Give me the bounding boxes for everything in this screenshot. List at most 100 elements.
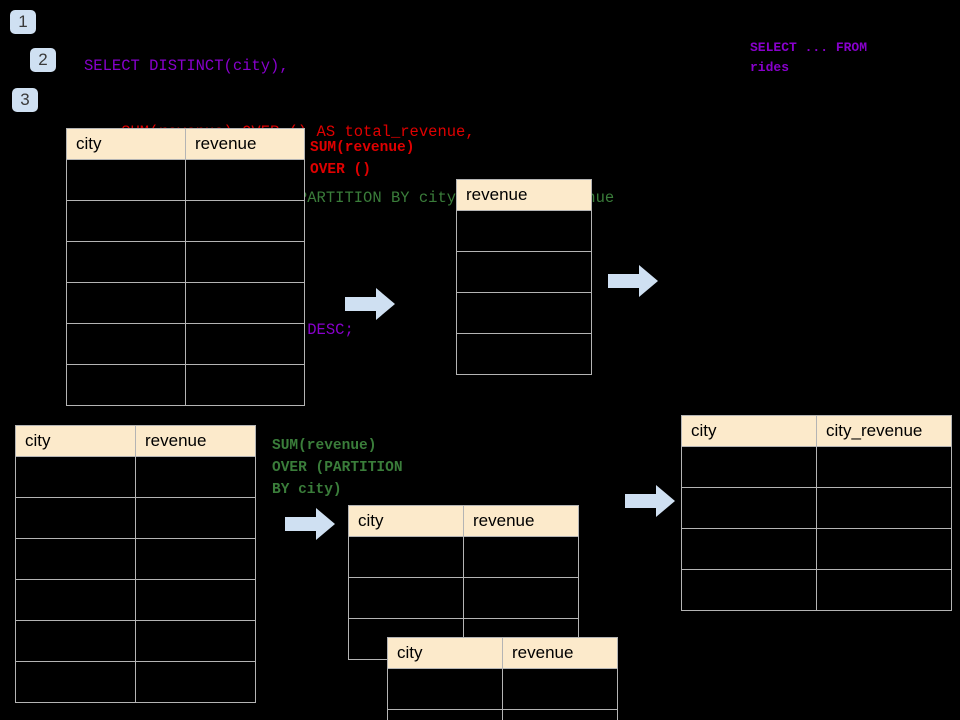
table-row: [66, 323, 305, 365]
table-row: [681, 487, 952, 529]
table-row: [387, 668, 618, 710]
table-row: [456, 333, 592, 375]
step-badge-2: 2: [30, 48, 56, 72]
cell-city-revenue: [816, 528, 952, 570]
table-partition-front: city revenue: [387, 637, 618, 720]
table-header-row: city revenue: [15, 425, 256, 457]
table-result: city city_revenue: [681, 415, 952, 611]
cell-revenue: [185, 200, 305, 242]
cell-city: [681, 487, 817, 529]
table-row: [66, 364, 305, 406]
column-header-city: city: [66, 128, 186, 160]
table-header-row: city revenue: [348, 505, 579, 537]
column-header-revenue: revenue: [502, 637, 618, 669]
column-header-revenue: revenue: [185, 128, 305, 160]
column-header-city-revenue: city_revenue: [816, 415, 952, 447]
cell-city: [15, 497, 136, 539]
table-row: [66, 282, 305, 324]
step-badge-3: 3: [12, 88, 38, 112]
table-row: [15, 538, 256, 580]
table-source-top: city revenue: [66, 128, 305, 406]
sql-aside-select-from-rides: SELECT ... FROM rides: [750, 40, 868, 75]
cell-revenue: [463, 577, 579, 619]
table-header-row: city revenue: [66, 128, 305, 160]
column-header-city: city: [15, 425, 136, 457]
cell-revenue: [456, 210, 592, 252]
table-row: [66, 159, 305, 201]
arrow-total-to-result: [608, 265, 658, 297]
cell-city-revenue: [816, 487, 952, 529]
column-header-city: city: [387, 637, 503, 669]
cell-city: [15, 620, 136, 662]
cell-city: [15, 579, 136, 621]
column-header-city: city: [681, 415, 817, 447]
annotation-sum-over-empty: SUM(revenue) OVER (): [310, 140, 415, 178]
annotation-sum-over-partition: SUM(revenue) OVER (PARTITION BY city): [272, 438, 403, 498]
cell-city: [66, 241, 186, 283]
cell-city-revenue: [816, 446, 952, 488]
cell-revenue: [135, 661, 256, 703]
cell-city: [66, 200, 186, 242]
cell-revenue: [135, 620, 256, 662]
cell-revenue: [463, 536, 579, 578]
column-header-revenue: revenue: [135, 425, 256, 457]
cell-revenue: [185, 282, 305, 324]
cell-revenue: [135, 538, 256, 580]
table-row: [681, 528, 952, 570]
cell-city: [66, 159, 186, 201]
table-row: [66, 241, 305, 283]
table-row: [681, 569, 952, 611]
cell-revenue: [456, 292, 592, 334]
cell-revenue: [135, 579, 256, 621]
cell-city: [15, 661, 136, 703]
table-header-row: city city_revenue: [681, 415, 952, 447]
table-row: [15, 661, 256, 703]
arrow-source-to-partition: [285, 508, 335, 540]
table-row: [15, 620, 256, 662]
step-badge-1: 1: [10, 10, 36, 34]
cell-city: [681, 569, 817, 611]
cell-city: [15, 456, 136, 498]
cell-revenue: [185, 159, 305, 201]
cell-revenue: [135, 497, 256, 539]
table-row: [456, 251, 592, 293]
column-header-revenue: revenue: [463, 505, 579, 537]
table-partition-back: city revenue: [348, 505, 579, 660]
table-source-bottom: city revenue: [15, 425, 256, 703]
table-row: [456, 210, 592, 252]
cell-revenue: [456, 333, 592, 375]
cell-city: [681, 528, 817, 570]
cell-city: [66, 282, 186, 324]
table-row: [456, 292, 592, 334]
cell-revenue: [185, 241, 305, 283]
table-row: [15, 579, 256, 621]
cell-city: [387, 709, 503, 720]
cell-city: [348, 536, 464, 578]
table-header-row: city revenue: [387, 637, 618, 669]
column-header-city: city: [348, 505, 464, 537]
cell-city: [348, 577, 464, 619]
cell-revenue: [135, 456, 256, 498]
cell-revenue: [456, 251, 592, 293]
table-row: [348, 536, 579, 578]
cell-revenue: [185, 364, 305, 406]
cell-city-revenue: [816, 569, 952, 611]
cell-city: [66, 364, 186, 406]
table-row: [387, 709, 618, 720]
cell-city: [681, 446, 817, 488]
sql-line-select: SELECT DISTINCT(city),: [84, 57, 289, 75]
cell-revenue: [502, 668, 618, 710]
column-header-revenue: revenue: [456, 179, 592, 211]
table-row: [681, 446, 952, 488]
table-row: [66, 200, 305, 242]
cell-city: [66, 323, 186, 365]
cell-city: [387, 668, 503, 710]
cell-revenue: [185, 323, 305, 365]
table-row: [15, 456, 256, 498]
table-row: [348, 577, 579, 619]
table-total-revenue: revenue: [456, 179, 592, 375]
table-header-row: revenue: [456, 179, 592, 211]
cell-city: [15, 538, 136, 580]
table-row: [15, 497, 256, 539]
